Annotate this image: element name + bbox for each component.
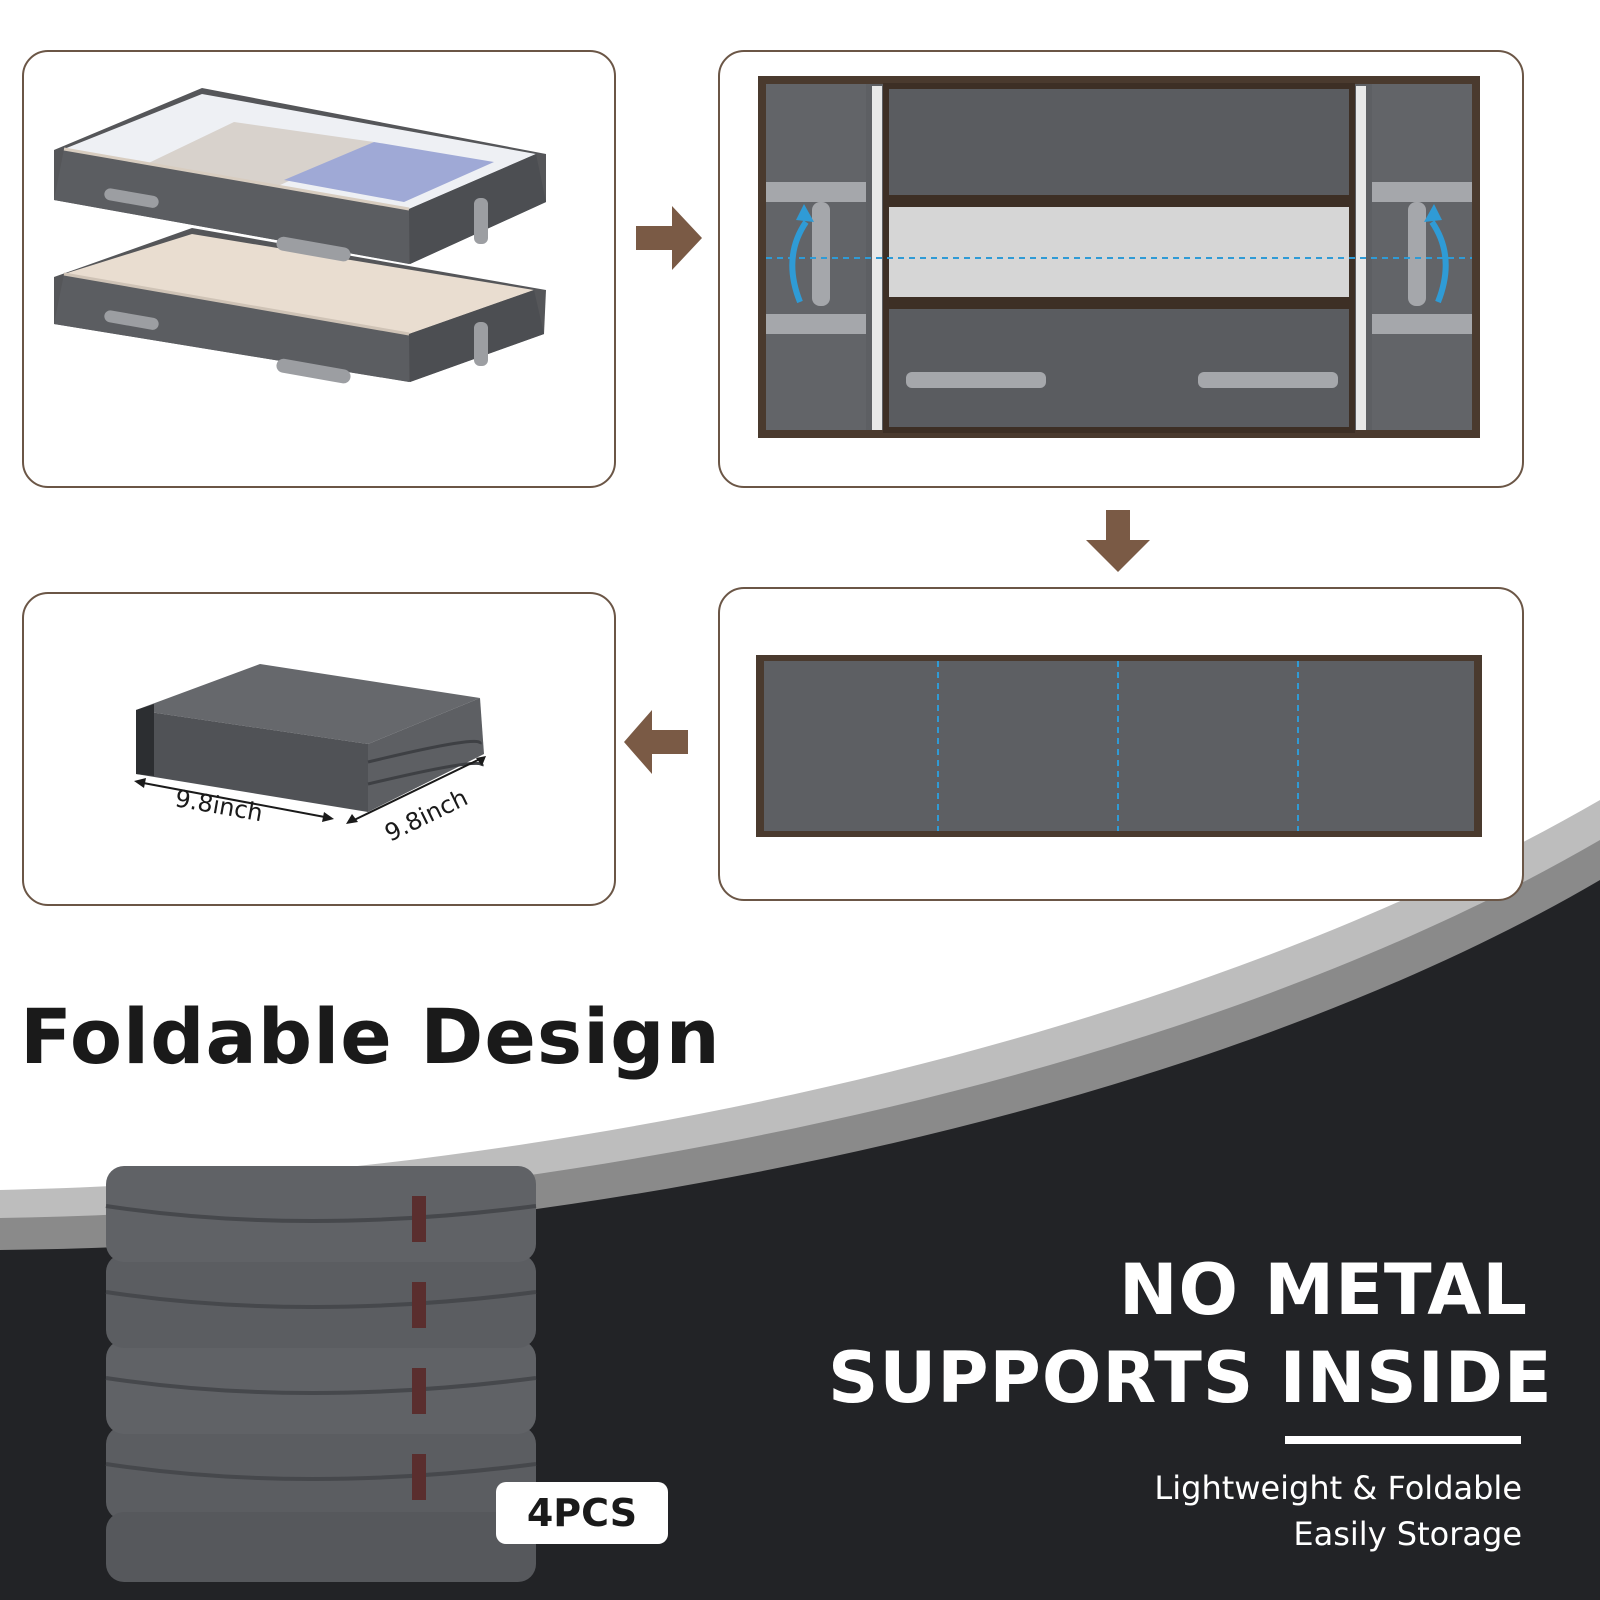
- unfolded-bag-illustration: [758, 76, 1480, 438]
- subtext-line-2: Easily Storage: [1293, 1515, 1522, 1553]
- flat-strip-illustration: [756, 655, 1482, 837]
- storage-bags-illustration: [54, 88, 546, 384]
- panel-bags-open: [22, 50, 616, 488]
- rotate-arrow-icon: [789, 204, 814, 304]
- panel-flat-strip: [718, 587, 1524, 901]
- panel-bag-unfolded: [718, 50, 1524, 488]
- arrow-down-icon: [1086, 510, 1150, 572]
- arrow-left-icon: [624, 710, 688, 774]
- folded-bag-illustration: 9.8inch 9.8inch: [134, 664, 486, 847]
- headline-line-1: NO METAL: [1118, 1249, 1528, 1331]
- page-title: Foldable Design: [20, 992, 721, 1081]
- headline-line-2: SUPPORTS INSIDE: [828, 1337, 1553, 1419]
- stacked-bags-illustration: [105, 1166, 537, 1582]
- quantity-badge: 4PCS: [496, 1482, 668, 1544]
- headline-underline: [1285, 1436, 1521, 1444]
- subtext-line-1: Lightweight & Foldable: [1154, 1469, 1522, 1507]
- panel-folded-bag: 9.8inch 9.8inch: [22, 592, 616, 906]
- arrow-right-icon: [636, 206, 702, 270]
- rotate-arrow-icon: [1424, 204, 1449, 304]
